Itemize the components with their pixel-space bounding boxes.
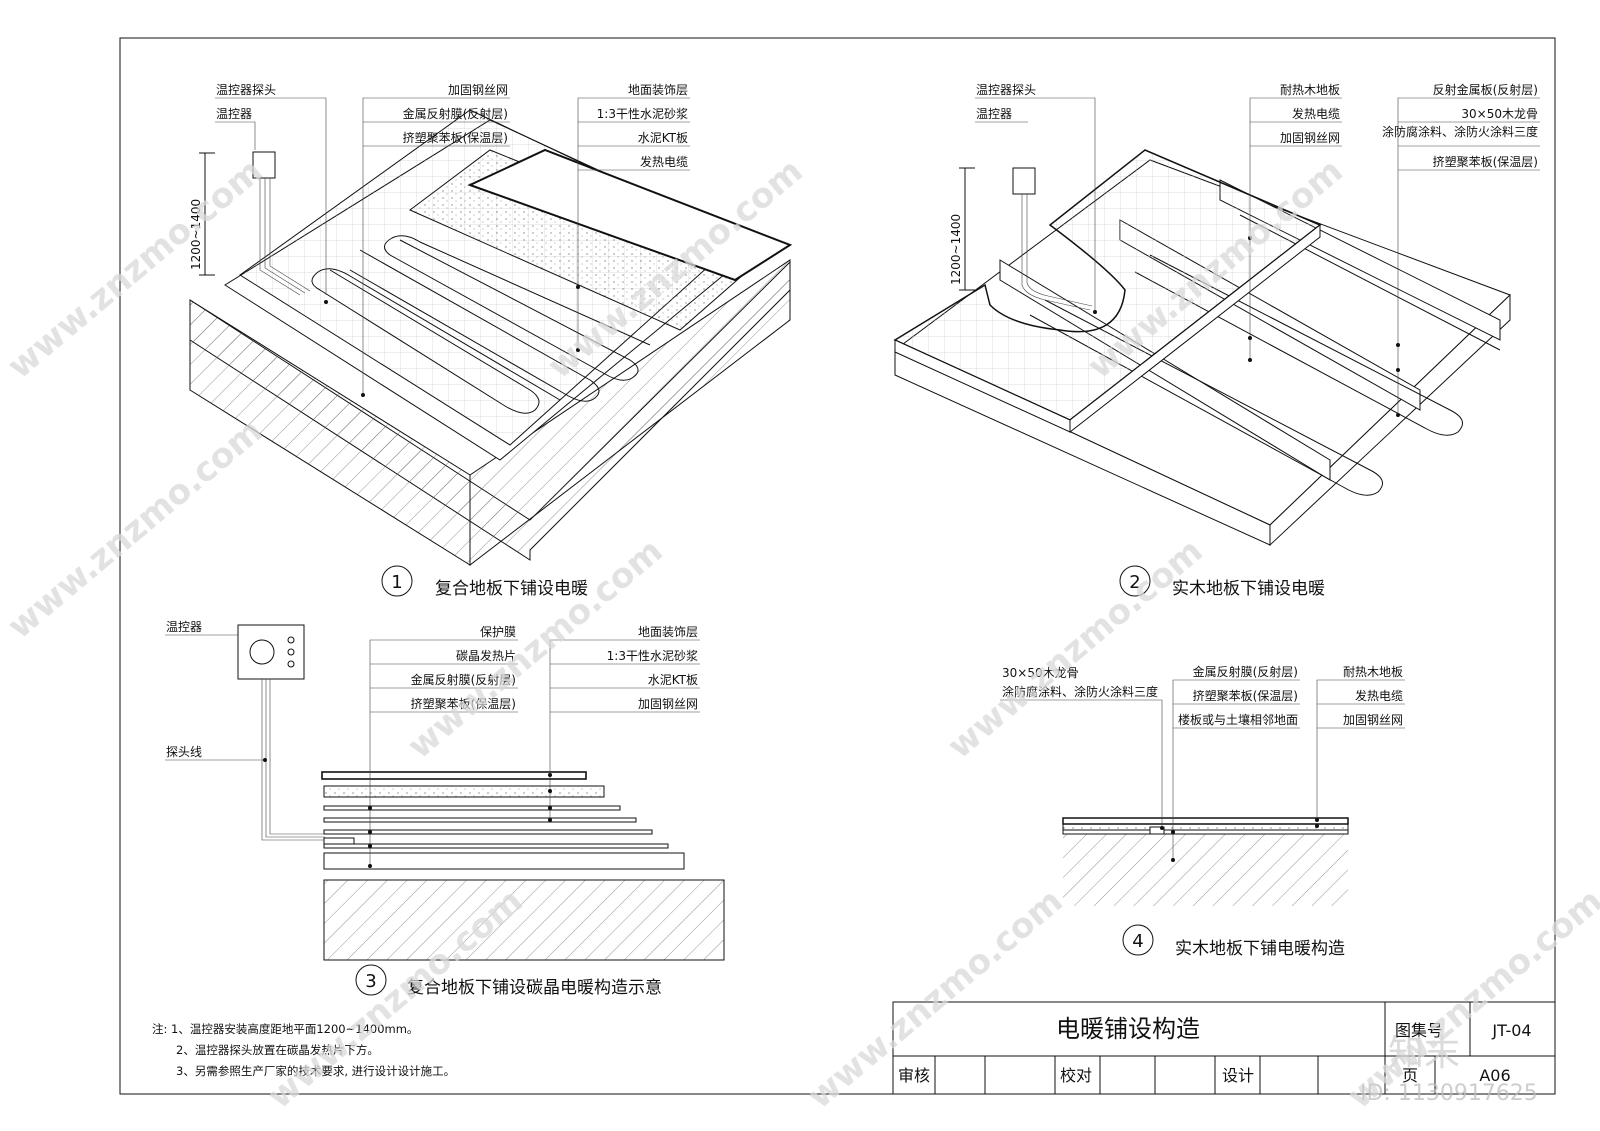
page-label: 页 [1402, 1066, 1418, 1085]
title-block: 电暖铺设构造 图集号 JT-04 审核 校对 设计 页 A06 [892, 1001, 1556, 1095]
diagram-number: 1 [391, 572, 402, 593]
label-steel-mesh: 加固钢丝网 [638, 697, 698, 711]
label-coating: 涂防腐涂料、涂防火涂料三度 [1382, 124, 1538, 139]
label-wood-floor: 耐热木地板 [1343, 665, 1403, 679]
diagram-1: 1200~1400 温控器探头 温控器 加固钢丝网 金属反射膜(反射层) 挤塑聚… [189, 83, 793, 599]
note-line: 3、另需参照生产厂家的技术要求, 进行设计设计施工。 [176, 1064, 455, 1078]
label-kt-board: 水泥KT板 [648, 673, 698, 687]
watermark-id: ID: 1130917625 [1360, 1081, 1538, 1106]
label-kt-board: 水泥KT板 [638, 131, 688, 145]
label-probe-wire: 探头线 [166, 745, 202, 759]
diagram-number: 3 [365, 971, 376, 992]
label-steel-mesh: 加固钢丝网 [1280, 131, 1340, 145]
label-xps-board: 挤塑聚苯板(保温层) [1433, 154, 1538, 169]
label-carbon-crystal-sheet: 碳晶发热片 [456, 648, 516, 663]
watermark-site: www.znzmo.com [0, 411, 270, 647]
label-heating-cable: 发热电缆 [1292, 106, 1340, 121]
label-steel-mesh: 加固钢丝网 [1343, 713, 1403, 727]
label-thermostat-probe: 温控器探头 [216, 83, 276, 97]
label-thermostat-probe: 温控器探头 [976, 83, 1036, 97]
diagram-number: 4 [1132, 931, 1143, 952]
diagram-caption: 复合地板下铺设电暖 [435, 579, 588, 599]
label-xps-board: 挤塑聚苯板(保温层) [1193, 688, 1298, 703]
label-thermostat: 温控器 [216, 107, 252, 121]
diagram-3: 温控器 探头线 保护膜 碳晶发热片 金属反射膜(反射层) 挤塑聚苯板(保温层) … [165, 620, 725, 998]
label-joist: 30×50木龙骨 [1002, 666, 1079, 680]
design-label: 设计 [1222, 1066, 1254, 1085]
label-joist: 30×50木龙骨 [1461, 107, 1538, 121]
sheet-border [119, 37, 1556, 1095]
label-mortar: 1:3干性水泥砂浆 [597, 106, 688, 121]
label-finish-layer: 地面装饰层 [628, 83, 688, 97]
label-protective-film: 保护膜 [480, 625, 516, 639]
label-reflective-plate: 反射金属板(反射层) [1433, 82, 1538, 97]
label-heating-cable: 发热电缆 [1355, 688, 1403, 703]
label-thermostat: 温控器 [166, 620, 202, 634]
label-reflective-film: 金属反射膜(反射层) [411, 672, 516, 687]
label-xps-board: 挤塑聚苯板(保温层) [403, 130, 508, 145]
label-reflective-film: 金属反射膜(反射层) [403, 106, 508, 121]
notes: 注: 1、温控器安装高度距地平面1200~1400mm。 2、温控器探头放置在碳… [152, 1022, 455, 1078]
note-line: 2、温控器探头放置在碳晶发热片下方。 [176, 1043, 379, 1057]
label-coating: 涂防腐涂料、涂防火涂料三度 [1002, 684, 1158, 699]
note-line: 注: 1、温控器安装高度距地平面1200~1400mm。 [152, 1022, 418, 1036]
diagram-caption: 复合地板下铺设碳晶电暖构造示意 [407, 978, 662, 998]
diagram-4: 30×50木龙骨 涂防腐涂料、涂防火涂料三度 金属反射膜(反射层) 挤塑聚苯板(… [1000, 664, 1405, 959]
label-slab: 楼板或与土壤相邻地面 [1178, 712, 1298, 727]
label-heating-cable: 发热电缆 [640, 154, 688, 169]
atlas-label: 图集号 [1395, 1021, 1443, 1040]
diagram-caption: 实木地板下铺设电暖 [1172, 579, 1325, 599]
dimension-label: 1200~1400 [189, 199, 203, 270]
review-label: 审核 [898, 1066, 930, 1085]
label-thermostat: 温控器 [976, 107, 1012, 121]
atlas-value: JT-04 [1491, 1021, 1531, 1040]
page-value: A06 [1479, 1066, 1510, 1085]
dimension-label: 1200~1400 [949, 214, 963, 285]
watermark-site: www.znzmo.com [940, 531, 1210, 767]
label-xps-board: 挤塑聚苯板(保温层) [411, 696, 516, 711]
watermark-logo: 知末 [1388, 1033, 1460, 1074]
label-steel-mesh: 加固钢丝网 [448, 83, 508, 97]
check-label: 校对 [1060, 1066, 1092, 1085]
diagram-2: 1200~1400 温控器探头 温控器 耐热木地板 发热电缆 加固钢丝网 反射金… [893, 82, 1540, 599]
label-wood-floor: 耐热木地板 [1280, 83, 1340, 97]
label-finish-layer: 地面装饰层 [638, 625, 698, 639]
diagram-caption: 实木地板下铺电暖构造 [1175, 939, 1345, 959]
diagram-number: 2 [1129, 572, 1140, 593]
label-reflective-film: 金属反射膜(反射层) [1193, 664, 1298, 679]
sheet-title: 电暖铺设构造 [1056, 1015, 1200, 1043]
label-mortar: 1:3干性水泥砂浆 [607, 648, 698, 663]
